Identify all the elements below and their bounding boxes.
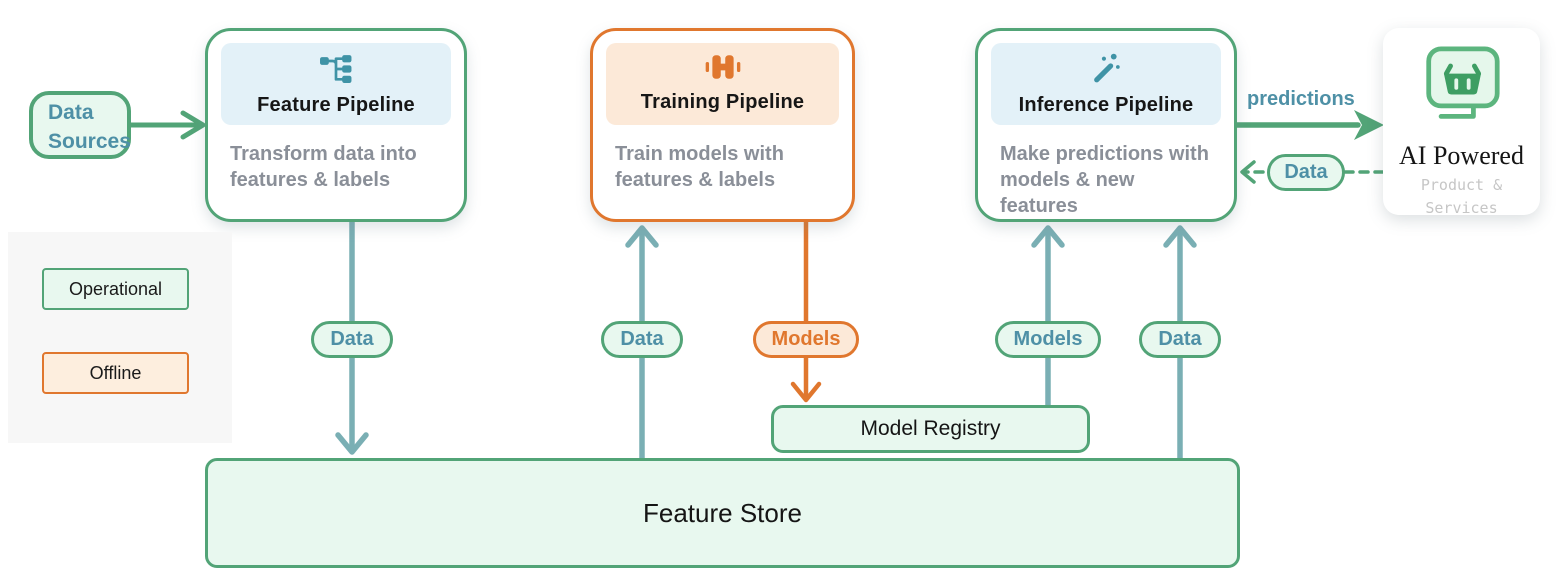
ai-powered-title: AI Powered — [1399, 141, 1524, 170]
predictions-label: predictions — [1247, 88, 1355, 110]
monitor-basket-icon — [1414, 46, 1510, 129]
pill-inference-data: Data — [1139, 321, 1221, 358]
feature-pipeline-node: Feature Pipeline Transform data into fea… — [205, 28, 467, 222]
training-pipeline-node: Training Pipeline Train models with feat… — [590, 28, 855, 222]
feature-pipeline-header: Feature Pipeline — [221, 43, 451, 125]
pill-training-data: Data — [601, 321, 683, 358]
dumbbell-icon — [704, 52, 742, 87]
legend-panel — [8, 232, 232, 443]
legend-operational-label: Operational — [68, 278, 163, 299]
feature-store-label: Feature Store — [643, 497, 802, 528]
tree-structure-icon — [318, 52, 354, 90]
data-sources-node: Data Sources — [29, 91, 131, 159]
training-pipeline-header: Training Pipeline — [606, 43, 839, 125]
pill-training-models: Models — [753, 321, 859, 358]
magic-wand-icon — [1088, 52, 1124, 90]
feature-store-node: Feature Store — [205, 458, 1240, 568]
inference-pipeline-subtitle: Make predictions with models & new featu… — [1000, 143, 1209, 217]
legend-offline-label: Offline — [89, 362, 142, 383]
model-registry-node: Model Registry — [771, 405, 1090, 453]
inference-pipeline-node: Inference Pipeline Make predictions with… — [975, 28, 1237, 222]
data-sources-label: Data Sources — [48, 101, 131, 153]
pill-ai-data: Data — [1267, 154, 1345, 191]
pill-feature-data: Data — [311, 321, 393, 358]
pill-inference-models: Models — [995, 321, 1101, 358]
inference-pipeline-title: Inference Pipeline — [1018, 94, 1194, 116]
legend-operational-chip: Operational — [42, 268, 189, 310]
feature-pipeline-subtitle: Transform data into features & labels — [230, 143, 417, 191]
training-pipeline-subtitle: Train models with features & labels — [615, 143, 784, 191]
model-registry-label: Model Registry — [860, 417, 1001, 440]
legend-offline-chip: Offline — [42, 352, 189, 394]
arrow-datasources-to-feature — [128, 110, 206, 140]
arrow-inference-to-ai — [1234, 110, 1384, 140]
inference-pipeline-header: Inference Pipeline — [991, 43, 1221, 125]
ai-powered-node: AI Powered Product & Services — [1383, 28, 1540, 217]
feature-pipeline-title: Feature Pipeline — [257, 94, 415, 116]
arrow-registry-to-inference — [1031, 225, 1065, 408]
ai-powered-subtitle: Product & Services — [1420, 176, 1503, 217]
arrow-training-to-registry — [790, 219, 822, 403]
training-pipeline-title: Training Pipeline — [640, 91, 805, 113]
